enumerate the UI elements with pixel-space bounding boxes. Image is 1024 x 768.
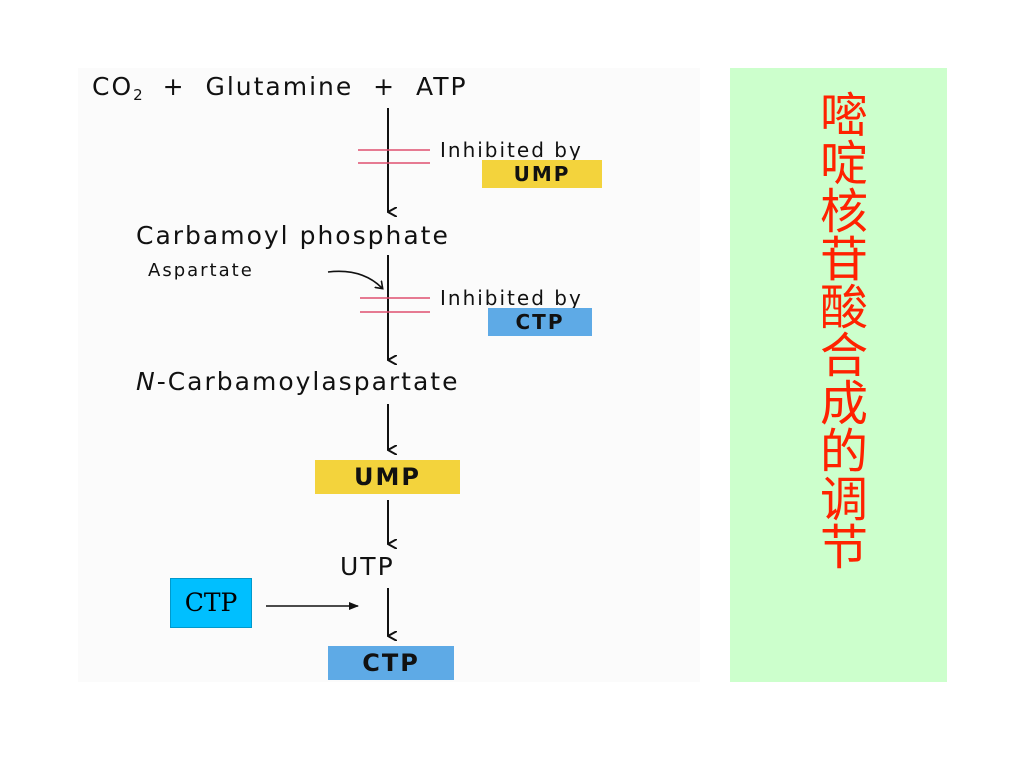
atp-label: ATP: [416, 72, 468, 101]
inhibitor-ctp-badge: CTP: [488, 308, 592, 336]
ump-product-badge: UMP: [315, 460, 460, 494]
ctp-input-box: CTP: [170, 578, 252, 628]
reactants-line: CO2 + Glutamine + ATP: [92, 72, 468, 104]
plus-sign: +: [162, 72, 186, 101]
carbamoyl-phosphate-label: Carbamoyl phosphate: [136, 221, 450, 250]
aspartate-label: Aspartate: [148, 260, 254, 281]
side-title-panel: [730, 68, 947, 682]
co2-label: CO: [92, 72, 134, 101]
ctp-product-badge: CTP: [328, 646, 454, 680]
utp-label: UTP: [340, 552, 395, 581]
inhibitor-ump-badge: UMP: [482, 160, 602, 188]
inhibited-by-label-2: Inhibited by: [440, 286, 583, 310]
n-carbamoyl-rest: -Carbamoylaspartate: [156, 367, 460, 396]
inhibited-by-label-1: Inhibited by: [440, 138, 583, 162]
side-title: 嘧啶核苷酸合成的调节: [811, 90, 867, 570]
n-prefix: N: [136, 367, 157, 396]
n-carbamoylaspartate-label: N-Carbamoylaspartate: [136, 367, 459, 396]
co2-subscript: 2: [133, 86, 143, 104]
aspartate-curved-arrow: [327, 270, 382, 288]
plus-sign: +: [373, 72, 397, 101]
glutamine-label: Glutamine: [205, 72, 354, 101]
